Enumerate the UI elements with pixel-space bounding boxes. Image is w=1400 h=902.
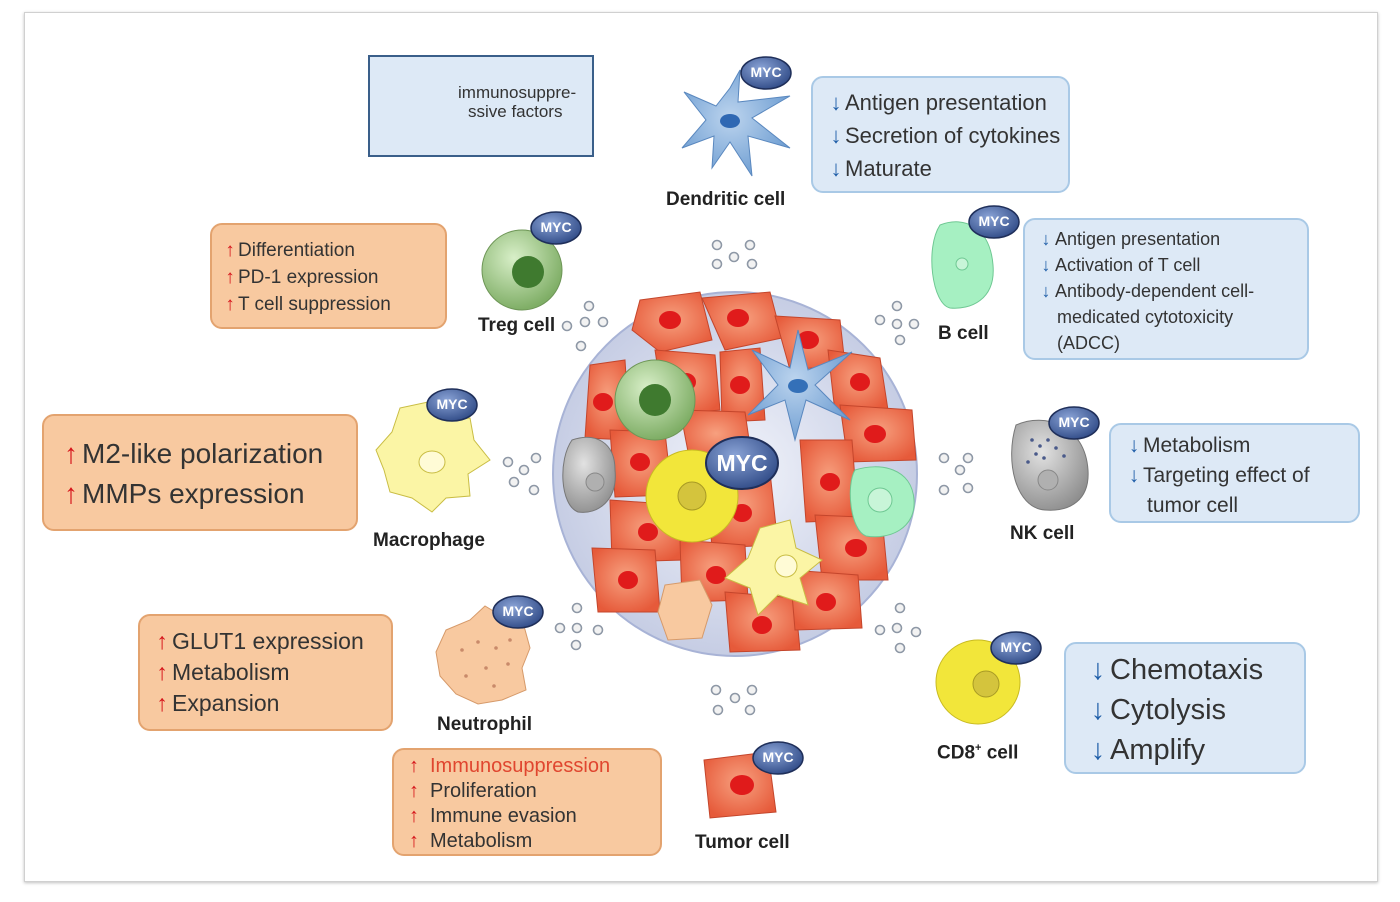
center-myc-badge [705,436,779,490]
embedded-dendritic [747,329,853,442]
down-arrow-icon: ↓ [1041,229,1051,249]
up-arrow-icon: ↑ [156,690,168,716]
effect-neutrophil-2: ↑Metabolism [152,657,391,688]
label-dendritic-cell: Dendritic cell [666,189,786,210]
label-neutrophil: Neutrophil [437,714,532,735]
down-arrow-icon: ↓ [1090,694,1106,726]
effect-tumor-4: ↑Metabolism [406,829,660,854]
label-nk-cell: NK cell [1010,523,1075,544]
effect-b-1: ↓Antigen presentation [1037,226,1307,252]
label-treg-cell: Treg cell [478,315,556,336]
myc-badge-nk: MYC [1058,414,1090,430]
down-arrow-icon: ↓ [1090,734,1106,766]
myc-badge-treg: MYC [540,219,572,235]
effect-tumor-2: ↑Proliferation [406,779,660,804]
effect-macrophage-2: ↑MMPs expression [60,474,356,514]
down-arrow-icon: ↓ [1041,281,1051,301]
effect-treg-2: ↑PD-1 expression [222,264,445,291]
myc-badge-b: MYC [978,213,1010,229]
down-arrow-icon: ↓ [1128,464,1140,487]
up-arrow-icon: ↑ [64,478,78,509]
effect-cd8-2: ↓Cytolysis [1086,690,1304,730]
label-cd8-cell: CD8+ cell [937,742,1018,764]
label-cd8-tail: cell [981,742,1019,764]
up-arrow-icon: ↑ [409,755,419,777]
cd8-cell-icon [935,639,1021,725]
tumor-nuclei [593,309,886,634]
myc-badge-macrophage: MYC [436,396,468,412]
effect-treg-1: ↑Differentiation [222,237,445,264]
myc-badge-tumor: MYC [762,749,794,765]
effect-nk-2-cont: tumor cell [1147,494,1239,517]
effect-dendritic-1: ↓Antigen presentation [827,86,1068,119]
label-cd8-main: CD8 [937,742,976,764]
dendritic-cell-icon [681,69,791,177]
legend-box: immunosuppre- ssive factors [368,55,594,157]
effects-box-nk: ↓Metabolism ↓Targeting effect of tumor c… [1109,423,1360,523]
effect-dendritic-3: ↓Maturate [827,152,1068,185]
myc-badge-dendritic: MYC [750,64,782,80]
down-arrow-icon: ↓ [1090,654,1106,686]
effect-dendritic-2: ↓Secretion of cytokines [827,119,1068,152]
effect-neutrophil-3: ↑Expansion [152,688,391,719]
effect-tumor-3: ↑Immune evasion [406,804,660,829]
up-arrow-icon: ↑ [225,267,235,288]
down-arrow-icon: ↓ [830,156,842,181]
effects-box-b-cell: ↓Antigen presentation ↓Activation of T c… [1023,218,1309,360]
effect-b-2: ↓Activation of T cell [1037,252,1307,278]
effect-tumor-1: ↑Immunosuppression [406,754,660,779]
effects-box-cd8: ↓Chemotaxis ↓Cytolysis ↓Amplify [1064,642,1306,774]
effect-cd8-3: ↓Amplify [1086,730,1304,770]
effects-box-treg: ↑Differentiation ↑PD-1 expression ↑T cel… [210,223,447,329]
down-arrow-icon: ↓ [1041,255,1051,275]
up-arrow-icon: ↑ [409,780,419,802]
myc-badge-neutrophil: MYC [502,603,534,619]
effect-treg-3: ↑T cell suppression [222,291,445,318]
down-arrow-icon: ↓ [830,90,842,115]
legend-text: immunosuppre- ssive factors [458,83,576,121]
effect-cd8-1: ↓Chemotaxis [1086,650,1304,690]
up-arrow-icon: ↑ [156,659,168,685]
effect-b-3: ↓Antibody-dependent cell- [1037,278,1307,304]
up-arrow-icon: ↑ [225,240,235,261]
embedded-b-cell [849,466,915,538]
label-macrophage: Macrophage [373,530,485,551]
tumor-microenvironment-sphere [552,291,918,657]
effects-box-macrophage: ↑M2-like polarization ↑MMPs expression [42,414,358,531]
up-arrow-icon: ↑ [64,438,78,469]
center-myc-label: MYC [716,450,768,476]
effect-nk-1: ↓Metabolism [1125,431,1358,461]
label-tumor-cell: Tumor cell [695,832,790,853]
embedded-nk [562,436,616,513]
label-b-cell: B cell [938,323,989,344]
down-arrow-icon: ↓ [1128,434,1140,457]
myc-badges [426,56,1100,775]
effects-box-tumor: ↑Immunosuppression ↑Proliferation ↑Immun… [392,748,662,856]
up-arrow-icon: ↑ [409,830,419,852]
label-cd8-sup: + [975,742,982,754]
myc-badge-cd8: MYC [1000,639,1032,655]
macrophage-icon [375,401,491,513]
neutrophil-icon [435,605,531,705]
effects-box-dendritic: ↓Antigen presentation ↓Secretion of cyto… [811,76,1070,193]
up-arrow-icon: ↑ [225,294,235,315]
effect-macrophage-1: ↑M2-like polarization [60,434,356,474]
legend-text-line2: ssive factors [468,102,563,121]
effect-b-3-cont2: (ADCC) [1057,333,1120,353]
embedded-neutrophil [657,579,713,641]
legend-text-line1: immunosuppre- [458,83,577,102]
effect-nk-2: ↓Targeting effect of [1125,461,1358,491]
effect-b-3-cont1: medicated cytotoxicity [1057,307,1234,327]
effect-neutrophil-1: ↑GLUT1 expression [152,626,391,657]
down-arrow-icon: ↓ [830,123,842,148]
embedded-macrophage [724,519,823,616]
b-cell-icon [931,221,994,309]
effects-box-neutrophil: ↑GLUT1 expression ↑Metabolism ↑Expansion [138,614,393,731]
up-arrow-icon: ↑ [156,628,168,654]
up-arrow-icon: ↑ [409,805,419,827]
treg-cell-icon [481,229,563,311]
embedded-treg [614,359,696,441]
factor-dots [502,239,974,716]
